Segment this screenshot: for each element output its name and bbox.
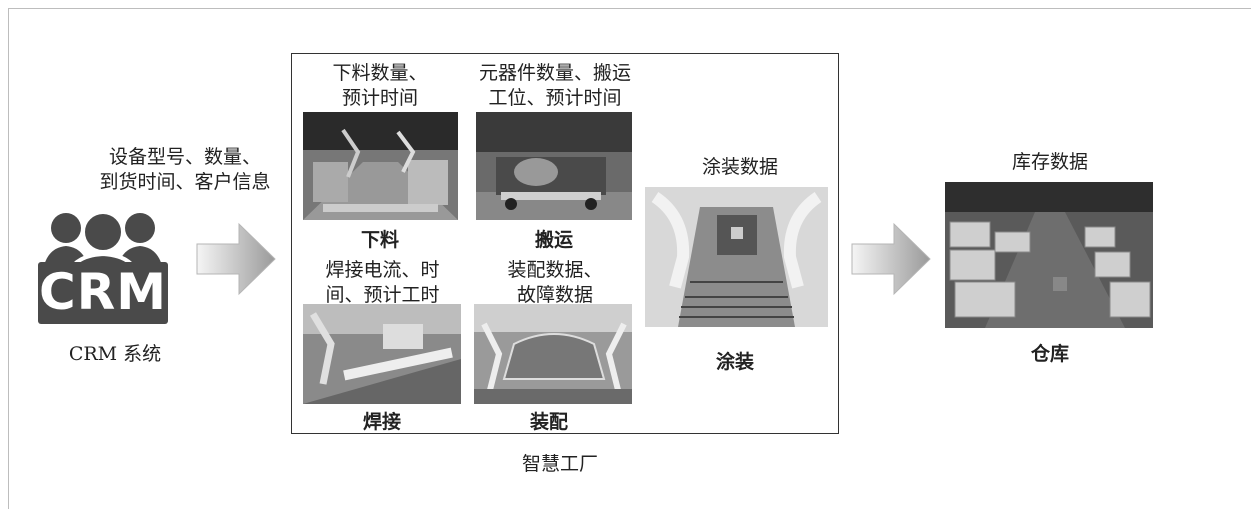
smart-factory-box <box>291 53 839 434</box>
station-blanking-name: 下料 <box>360 229 399 251</box>
right-arrow-icon <box>851 222 931 296</box>
painting-photo <box>645 187 828 327</box>
station-assembly-data-line1: 装配数据、 <box>507 259 603 281</box>
station-assembly-name: 装配 <box>529 411 568 433</box>
crm-data-line2: 到货时间、客户信息 <box>99 171 271 193</box>
station-welding-data-line2: 间、预计工时 <box>325 284 440 306</box>
arrow-crm-to-factory <box>195 222 277 296</box>
smart-factory-label: 智慧工厂 <box>521 453 598 475</box>
user-group-icon <box>38 210 168 324</box>
warehouse-photo <box>945 182 1153 328</box>
station-welding-data-line1: 焊接电流、时 <box>325 259 440 281</box>
handling-photo <box>476 112 632 220</box>
crm-label: CRM 系统 <box>68 343 162 365</box>
assembly-photo <box>474 304 632 404</box>
station-handling-name: 搬运 <box>534 229 573 251</box>
arrow-factory-to-warehouse <box>850 222 932 296</box>
station-blanking-data-line1: 下料数量、 <box>332 62 428 84</box>
station-handling-data-line1: 元器件数量、搬运 <box>478 62 631 84</box>
blanking-photo <box>303 112 458 220</box>
diagram-frame <box>8 8 1251 509</box>
crm-logo: CRM <box>38 198 168 328</box>
welding-photo <box>303 304 461 404</box>
crm-logo-text: CRM <box>39 263 167 321</box>
station-welding-name: 焊接 <box>362 411 401 433</box>
station-painting-data: 涂装数据 <box>701 156 778 178</box>
crm-data-line1: 设备型号、数量、 <box>108 146 261 168</box>
station-handling-data-line2: 工位、预计时间 <box>488 87 622 109</box>
right-arrow-icon <box>196 222 276 296</box>
station-assembly-data-line2: 故障数据 <box>516 284 593 306</box>
station-painting-name: 涂装 <box>715 351 754 373</box>
warehouse-name: 仓库 <box>1030 343 1069 365</box>
warehouse-data: 库存数据 <box>1011 151 1088 173</box>
station-blanking-data-line2: 预计时间 <box>341 87 418 109</box>
